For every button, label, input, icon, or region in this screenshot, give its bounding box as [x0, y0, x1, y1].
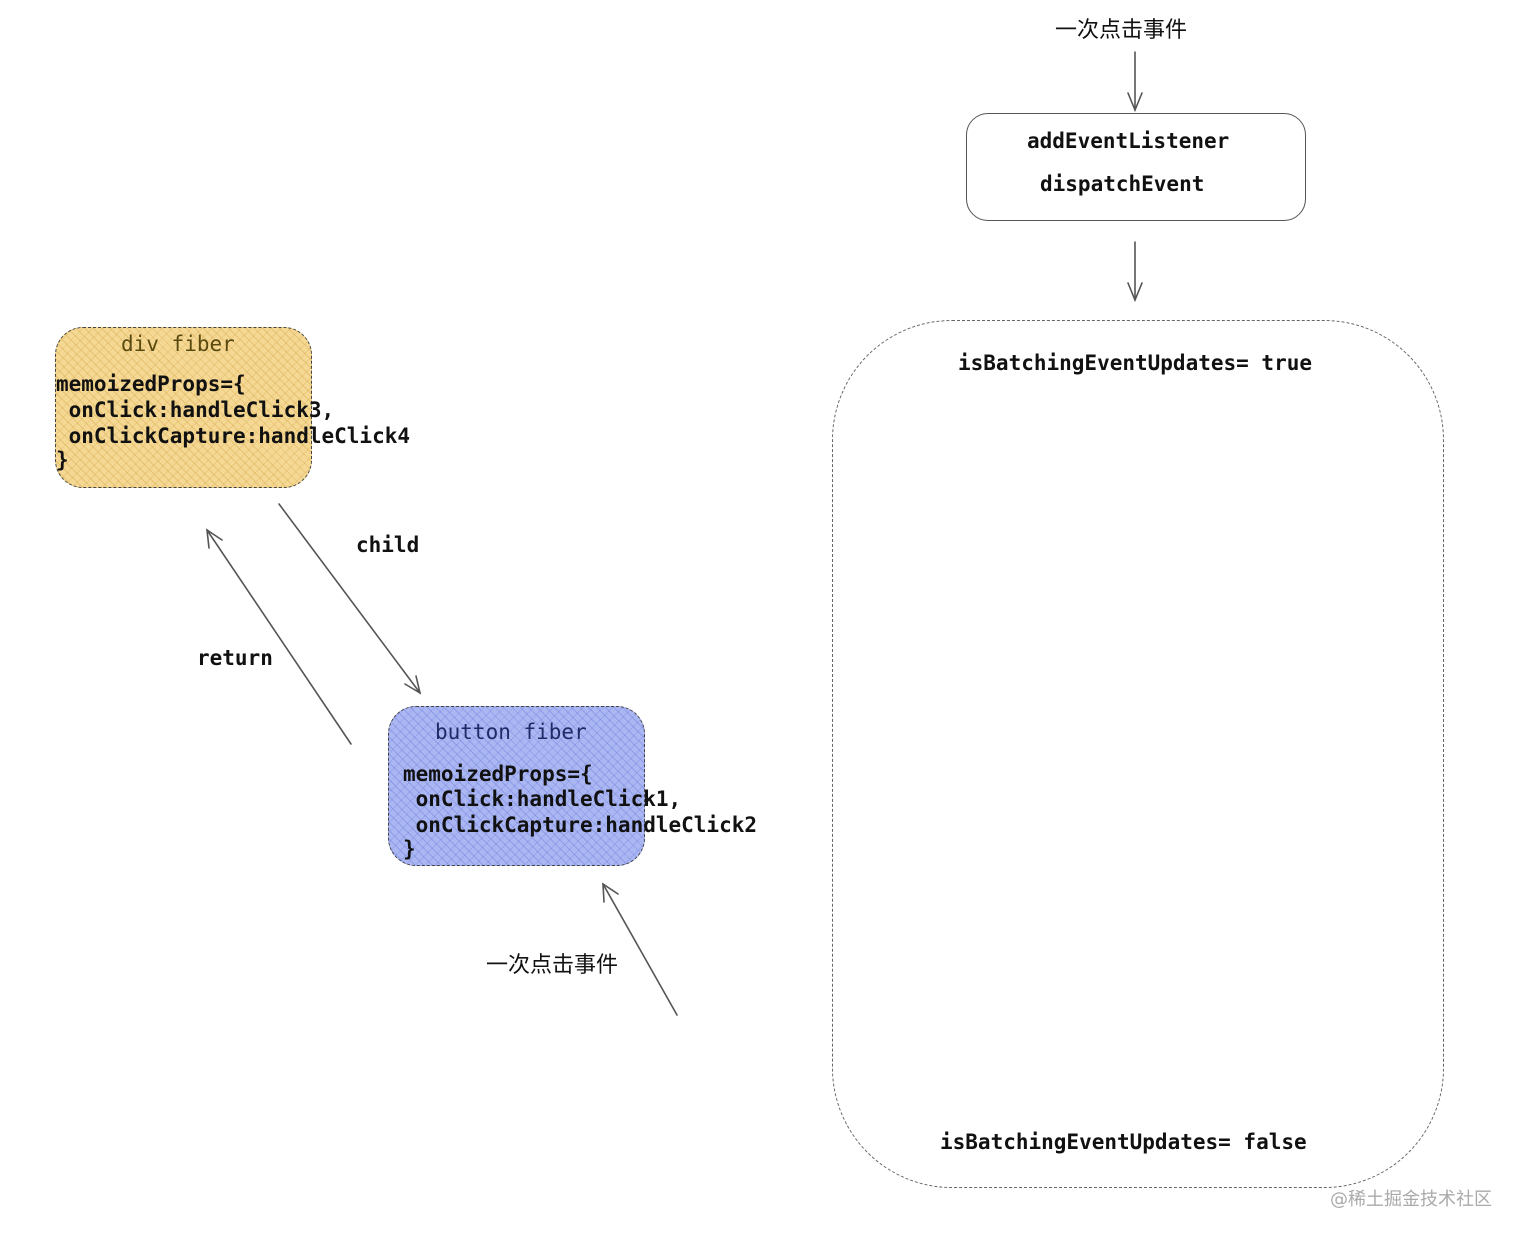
div-fiber-line1: memoizedProps={	[56, 372, 246, 396]
div-fiber-node	[55, 327, 312, 488]
arrowhead-child	[404, 675, 422, 695]
button-fiber-line2: onClick:handleClick1,	[403, 787, 682, 811]
div-fiber-line4: }	[56, 448, 69, 472]
button-fiber-line1: memoizedProps={	[403, 762, 593, 786]
edge-label-return: return	[197, 646, 273, 670]
arrowhead-listener-to-batch	[1127, 282, 1143, 303]
watermark: @稀土掘金技术社区	[1330, 1189, 1492, 1210]
listener-box	[966, 113, 1306, 221]
button-fiber-line4: }	[403, 837, 416, 861]
arrow-click-to-button	[602, 883, 678, 1016]
arrow-child	[278, 503, 421, 694]
arrowhead-event-to-listener	[1127, 92, 1143, 113]
button-fiber-title: button fiber	[435, 720, 587, 744]
div-fiber-title: div fiber	[121, 332, 235, 356]
batch-box-top-text: isBatchingEventUpdates= true	[958, 351, 1313, 375]
button-fiber-line3: onClickCapture:handleClick2	[403, 813, 758, 837]
batch-box-bottom-text: isBatchingEventUpdates= false	[940, 1130, 1307, 1154]
div-fiber-line3: onClickCapture:handleClick4	[56, 424, 411, 448]
top-event-label: 一次点击事件	[1055, 18, 1188, 43]
div-fiber-line2: onClick:handleClick3,	[56, 398, 335, 422]
arrow-return	[206, 529, 352, 745]
arrowhead-click-to-button	[602, 882, 619, 903]
batch-box	[832, 320, 1444, 1188]
button-fiber-node	[388, 706, 645, 866]
arrowhead-return	[206, 528, 223, 549]
bottom-event-label: 一次点击事件	[486, 953, 619, 978]
edge-label-child: child	[356, 533, 420, 557]
listener-box-line2: dispatchEvent	[1040, 172, 1205, 196]
listener-box-line1: addEventListener	[1027, 129, 1230, 153]
